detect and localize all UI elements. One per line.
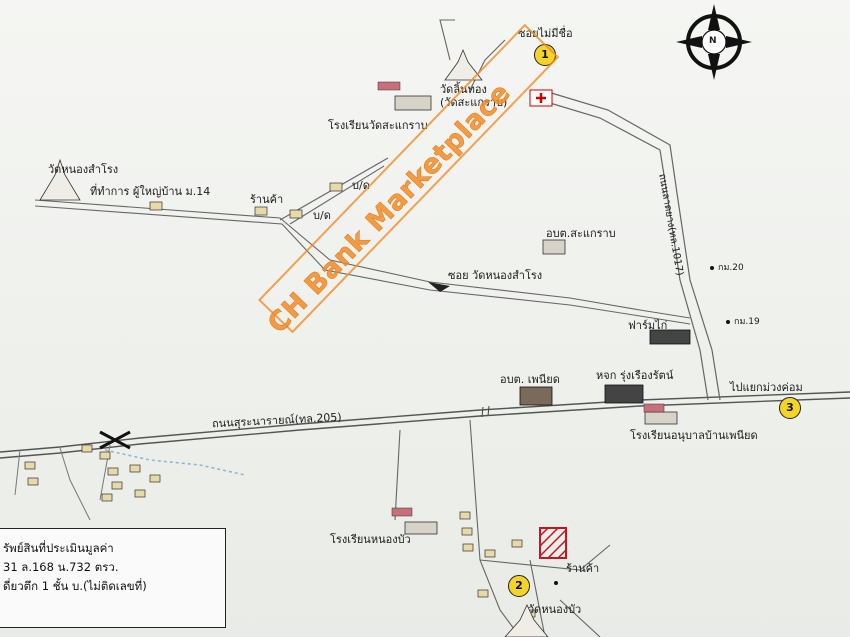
label-school-nong-bua: โรงเรียนหนองบัว xyxy=(330,533,411,546)
road-205 xyxy=(0,391,850,453)
label-obt-sakaerap: อบต.สะแกราบ xyxy=(546,227,616,240)
label-soi-wat-nong-sam-rong: ซอย วัดหนองสำโรง xyxy=(448,269,543,282)
road-soi-wat xyxy=(34,199,691,319)
label-school-wat-sakaerap: โรงเรียนวัดสะแกราบ xyxy=(328,119,428,132)
label-house-2: บ/ด xyxy=(313,209,331,222)
label-km-19: กม.19 xyxy=(734,317,760,327)
property-legend-box: รัพย์สินที่ประเมินมูลค่า 31 ล.168 น.732 … xyxy=(0,528,226,628)
legend-line-2: 31 ล.168 น.732 ตรว. xyxy=(3,560,119,574)
marker-2[interactable]: 2 xyxy=(508,575,530,597)
label-wat-sakaerap: (วัดสะแกราบ) xyxy=(440,96,508,109)
label-kindergarten-phen-iat: โรงเรียนอนุบาลบ้านเพนียด xyxy=(630,429,758,442)
marker-1[interactable]: 1 xyxy=(534,44,556,66)
label-house-1: บ/ด xyxy=(352,179,370,192)
label-shop-1: ร้านค้า xyxy=(250,193,284,206)
label-wat-nong-bua: วัดหนองบัว xyxy=(528,603,582,616)
legend-line-3: ดี่ยวตึก 1 ชั้น บ.(ไม่ติดเลขที่) xyxy=(3,579,147,593)
label-chicken-farm: ฟาร์มไก่ xyxy=(628,319,668,332)
label-to-muang-khom: ไปแยกม่วงค่อม xyxy=(730,381,803,394)
label-obt-phen-iat: อบต. เพนียด xyxy=(500,373,560,386)
label-wat-lin-thong: วัดลิ้นทอง xyxy=(440,83,487,96)
label-soi-mai-mi-chue: ซอยไม่มีชื่อ xyxy=(518,27,573,40)
marker-3[interactable]: 3 xyxy=(779,397,801,419)
compass-north-label: N xyxy=(709,36,717,46)
compass-icon xyxy=(676,4,752,80)
label-km-20: กม.20 xyxy=(718,263,744,273)
label-village-head-office: ที่ทำการ ผู้ใหญ่บ้าน ม.14 xyxy=(90,185,211,198)
subject-parcel xyxy=(539,527,567,559)
label-hjk-rungruang: หจก รุ่งเรืองรัตน์ xyxy=(596,369,674,382)
label-shop-2: ร้านค้า xyxy=(566,562,600,575)
label-wat-nong-sam-rong: วัดหนองสำโรง xyxy=(48,163,119,176)
road-1017 xyxy=(539,99,709,401)
legend-line-1: รัพย์สินที่ประเมินมูลค่า xyxy=(3,541,114,555)
